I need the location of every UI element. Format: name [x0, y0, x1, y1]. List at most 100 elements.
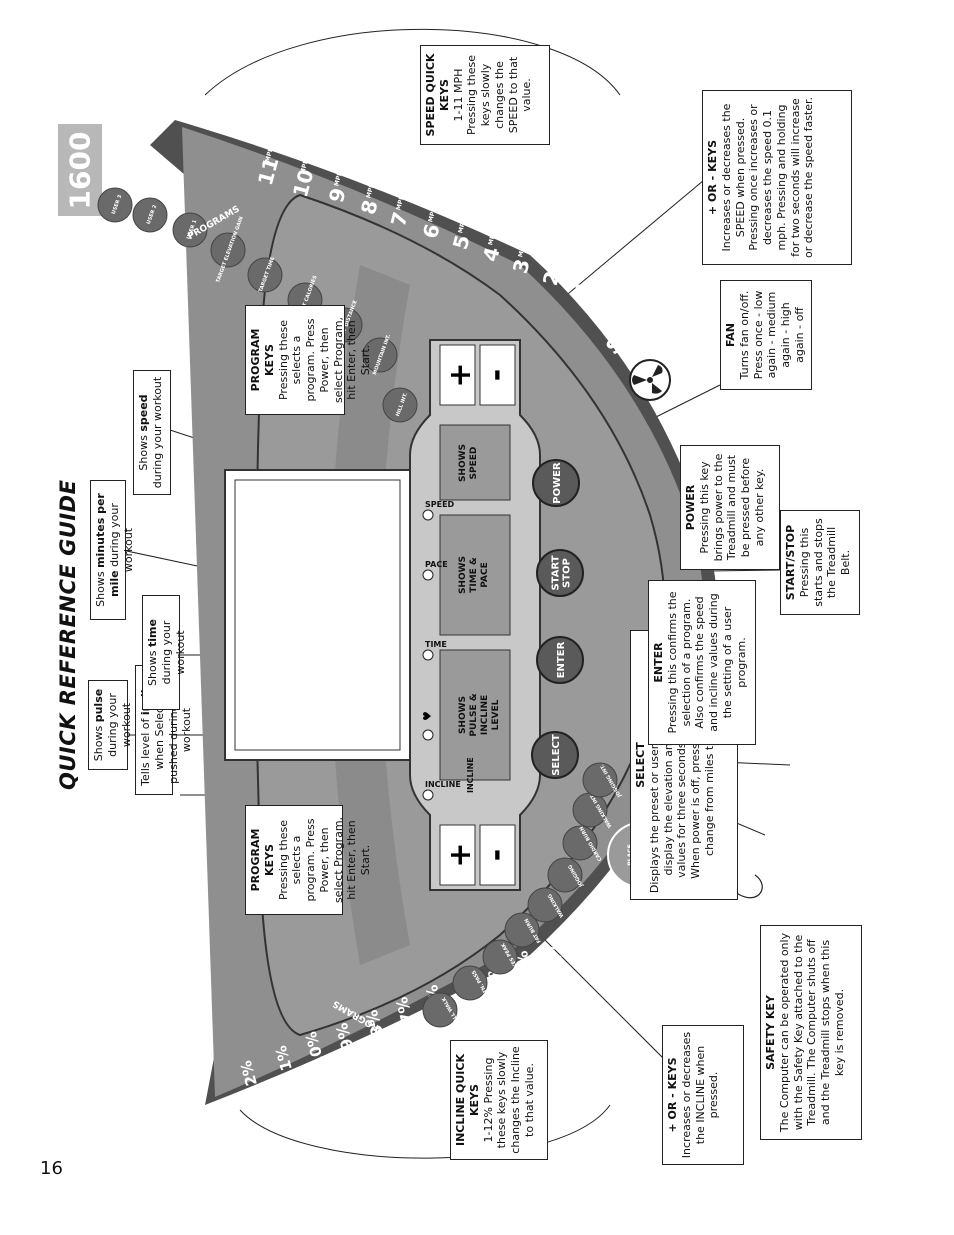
callout-text: Shows [94, 567, 107, 607]
program-key-circle[interactable] [362, 337, 398, 373]
time-pace-window [439, 514, 511, 636]
minus-icon: - [479, 369, 514, 381]
window-label: LEVEL [491, 699, 501, 730]
program-key-circle[interactable] [482, 939, 518, 975]
callout-title: SPEED QUICK KEYS [424, 53, 451, 137]
speed-key-number: 8 [356, 197, 383, 217]
program-key[interactable]: USER 2 [132, 197, 168, 233]
speed-key-number: 3 [508, 256, 535, 276]
leader-fan [649, 384, 721, 421]
callout-text: Pressing this key brings power to the Tr… [697, 453, 766, 562]
button-label: POWER [552, 462, 563, 504]
program-key-circle[interactable] [562, 825, 598, 861]
plus-icon: + [443, 842, 478, 867]
speed-plus-minus-callout: + OR - KEYS Increases or decreases the S… [702, 90, 852, 265]
program-key-circle[interactable] [132, 197, 168, 233]
pulse-indicator [422, 729, 434, 741]
speed-key-unit: MPH [365, 182, 376, 199]
speed-key-number: 2 [538, 268, 565, 288]
indicator-label: INCLINE [425, 780, 461, 789]
program-key-circle[interactable] [172, 212, 208, 248]
incline-indicator [422, 789, 434, 801]
window-label: TIME & [469, 557, 479, 593]
program-key[interactable]: HILL INT. [382, 387, 418, 423]
indicator-label: PACE [425, 560, 448, 569]
program-key-circle[interactable] [582, 762, 618, 798]
time-callout: Shows time during your workout [142, 595, 187, 710]
callout-text: Increases or decreases the INCLINE when … [679, 1031, 721, 1159]
fan-icon [632, 365, 663, 394]
speed-key-unit: MPH [457, 217, 468, 234]
start-stop-button[interactable] [536, 549, 584, 597]
program-key-circle[interactable] [97, 187, 133, 223]
speed-label: SPEED [601, 291, 670, 360]
program-key-circle[interactable] [382, 387, 418, 423]
incline-plus-minus-callout: + OR - KEYS Increases or decreases the I… [662, 1025, 744, 1165]
incline-plus-minus[interactable]: + - [439, 824, 516, 886]
program-key[interactable]: FAT BURN [504, 912, 543, 948]
program-key-circle[interactable] [247, 257, 283, 293]
program-key[interactable]: WALKING [527, 887, 565, 923]
program-key[interactable]: MOUNTAIN INT. [362, 333, 398, 376]
program-key-circle[interactable] [452, 965, 488, 1001]
pace-indicator [422, 569, 434, 581]
window-label: PULSE & [469, 693, 479, 736]
callout-text: 1-11 MPH Pressing these keys slowly chan… [451, 55, 534, 136]
callout-title: POWER [684, 484, 697, 531]
page-number: 16 [40, 1158, 63, 1179]
speed-callout: Shows speed during your workout [133, 370, 171, 495]
speed-minus-key[interactable] [479, 344, 516, 406]
speed-plus-key[interactable] [439, 344, 476, 406]
program-key-circle[interactable] [504, 912, 540, 948]
program-key-circle[interactable] [547, 857, 583, 893]
program-key[interactable]: HILL WALK [422, 992, 461, 1028]
callout-bold: speed [137, 394, 150, 432]
enter-button[interactable] [536, 636, 584, 684]
button-label: ENTER [556, 641, 567, 678]
callout-text: Shows [92, 722, 105, 762]
speed-plus-minus[interactable]: + - [439, 344, 516, 406]
callout-text: Tells level of [139, 715, 152, 786]
program-key[interactable]: JOGGING [547, 857, 585, 893]
incline-indicator-label: INCLINE [466, 757, 475, 793]
speed-key-unit: MPH [517, 241, 528, 258]
leader-speed-quick [204, 28, 621, 96]
leader-incline-quick [239, 1104, 611, 1159]
window-label: PACE [480, 562, 490, 588]
incline-key-1: 1% [572, 929, 597, 960]
incline-minus-key[interactable] [479, 824, 516, 886]
pace-callout: Shows minutes per mile during your worko… [90, 480, 135, 620]
select-button[interactable] [531, 731, 579, 779]
power-callout: POWER Pressing this key brings power to … [680, 445, 780, 570]
program-key[interactable]: USER 1 [172, 212, 208, 248]
button-label: STOP [562, 558, 573, 588]
program-key[interactable]: TARGET TIME [247, 256, 283, 293]
program-key-circle[interactable] [527, 887, 563, 923]
speed-key-unit: MPH [264, 146, 275, 163]
speed-key-number: 1 [570, 278, 597, 298]
callout-title: PROGRAM KEYS [249, 328, 276, 392]
incline-plus-key[interactable] [439, 824, 476, 886]
speed-window [439, 424, 511, 501]
power-button[interactable] [532, 459, 580, 507]
program-key[interactable]: USER 3 [97, 187, 133, 223]
incline-quick-keys-callout: INCLINE QUICK KEYS 1-12% Pressing these … [450, 1040, 548, 1160]
program-key-circle[interactable] [210, 232, 246, 268]
safety-key-callout: SAFETY KEY The Computer can be operated … [760, 925, 862, 1140]
callout-title: FAN [724, 323, 737, 347]
time-indicator [422, 649, 434, 661]
indicator-label: SPEED [425, 500, 455, 509]
program-key-circle[interactable] [422, 992, 458, 1028]
callout-title: SELECT [634, 742, 647, 788]
program-keys-callout-right: PROGRAM KEYS Pressing these selects a pr… [245, 305, 372, 415]
